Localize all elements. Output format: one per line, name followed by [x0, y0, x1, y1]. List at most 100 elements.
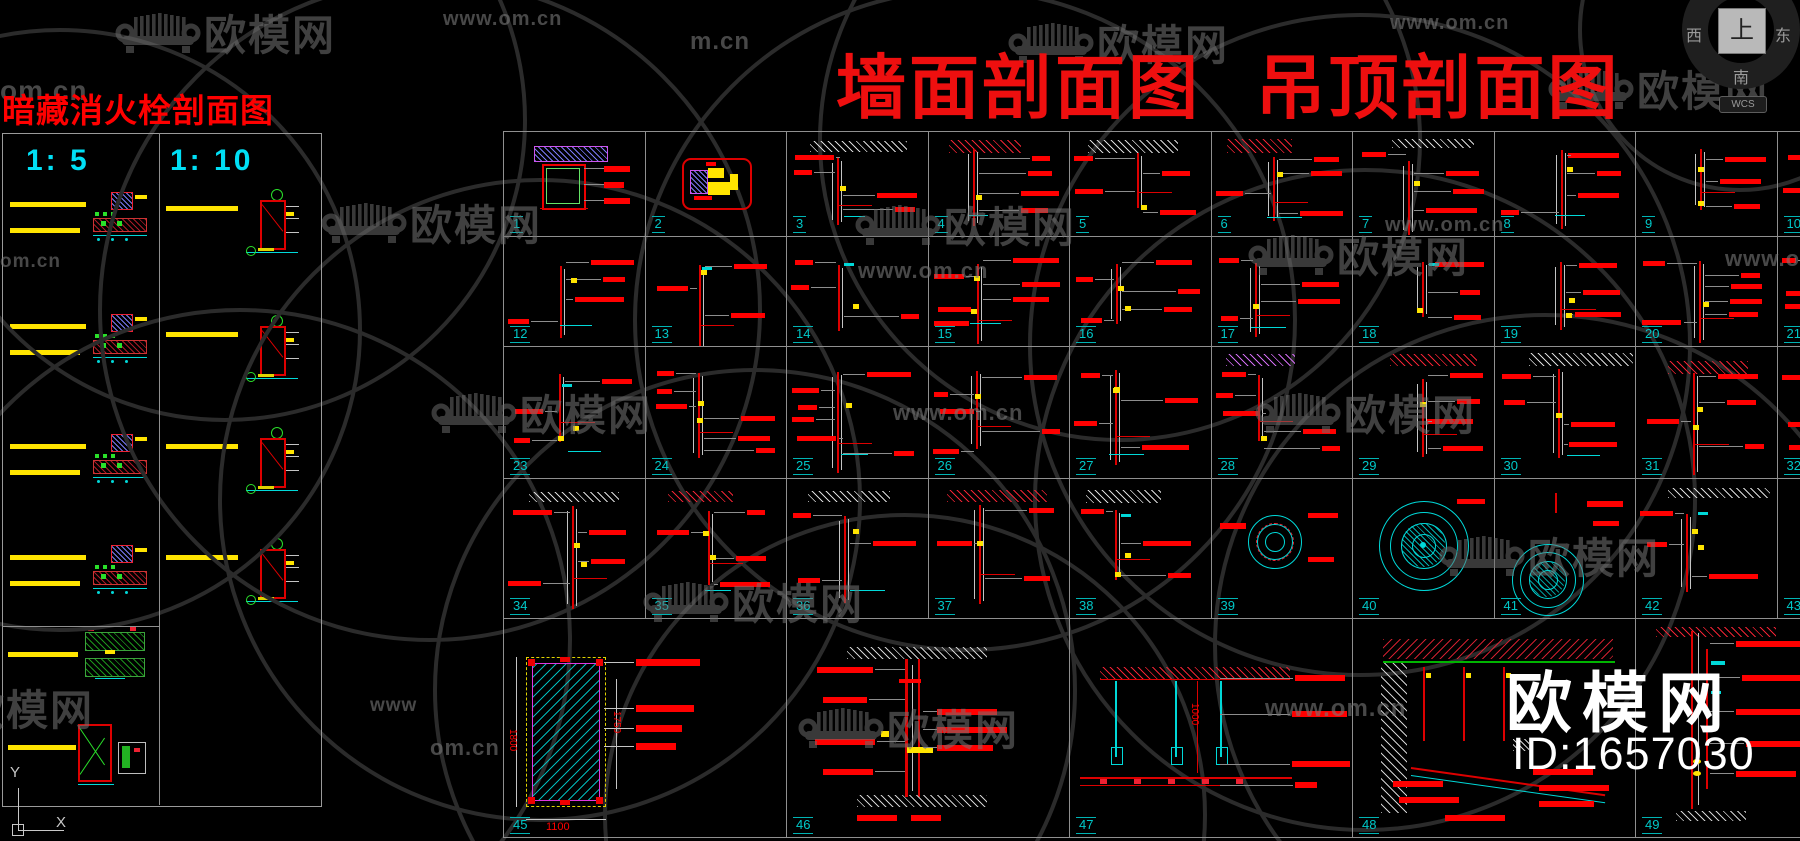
stroke [1101, 374, 1113, 376]
stroke [1726, 399, 1756, 405]
stroke [103, 454, 107, 458]
stroke [1668, 360, 1748, 375]
stroke [125, 360, 128, 363]
cell-number-4: 4 [934, 216, 948, 233]
stroke [1503, 399, 1525, 405]
cell-number-6: 6 [1217, 216, 1231, 233]
stroke [1266, 217, 1302, 219]
stroke [1567, 195, 1577, 197]
stroke [125, 591, 128, 594]
stroke [1114, 572, 1121, 578]
view-cube-east[interactable]: 东 [1775, 28, 1792, 45]
circle-detail [246, 484, 256, 494]
cell-number-14: 14 [793, 326, 814, 343]
stroke [907, 747, 933, 753]
stroke [574, 296, 625, 302]
wcs-button[interactable]: WCS [1719, 96, 1767, 113]
stroke [1020, 191, 1060, 197]
ucs-x-axis [18, 830, 64, 831]
stroke [1081, 317, 1103, 323]
stroke [697, 401, 704, 407]
stroke [657, 388, 673, 394]
stroke [105, 650, 115, 654]
cell-number-18: 18 [1359, 326, 1380, 343]
stroke [1567, 173, 1595, 175]
stroke [1539, 785, 1609, 791]
dim-1100: 1100 [546, 821, 570, 833]
stroke [1381, 663, 1407, 813]
stroke [1578, 193, 1620, 199]
stroke [937, 727, 1007, 733]
cell-number-5: 5 [1076, 216, 1090, 233]
stroke [1569, 442, 1617, 448]
circle-detail [1247, 515, 1302, 569]
panel-label-text [166, 206, 238, 211]
stroke [135, 317, 147, 321]
detail-cell-42: 42 [1636, 479, 1777, 618]
stroke [554, 511, 571, 513]
cell-number-7: 7 [1359, 216, 1373, 233]
stroke [118, 742, 146, 774]
stroke [711, 513, 713, 583]
ucs-y-label: Y [10, 764, 21, 781]
stroke [1700, 149, 1703, 211]
stroke [602, 277, 625, 283]
stroke [1697, 376, 1699, 472]
stroke [1445, 815, 1505, 821]
stroke [1506, 673, 1511, 678]
stroke [604, 728, 634, 729]
view-cube-west[interactable]: 西 [1686, 28, 1703, 45]
stroke [1698, 544, 1705, 550]
stroke [1781, 374, 1800, 380]
stroke [976, 425, 1012, 427]
stroke [1292, 761, 1350, 767]
stroke [946, 490, 1047, 503]
stroke [1142, 211, 1159, 213]
stroke [117, 574, 122, 579]
left-panel-title: 暗藏消火栓剖面图 [2, 94, 274, 130]
stroke [705, 162, 716, 166]
stroke [1711, 691, 1721, 694]
stroke [1454, 315, 1481, 321]
stroke [1121, 308, 1162, 310]
stroke [1175, 681, 1177, 757]
stroke [95, 334, 99, 338]
stroke [1383, 661, 1615, 663]
stroke [1108, 454, 1144, 456]
view-cube-top-face[interactable]: 上 [1718, 8, 1766, 54]
stroke [1222, 410, 1261, 416]
panel-subdivider [2, 626, 159, 627]
cell-number-13: 13 [651, 326, 672, 343]
panel-label-text [10, 350, 80, 355]
detail-cell-15: 15 [929, 237, 1070, 346]
stroke [699, 265, 702, 346]
stroke [1647, 541, 1667, 547]
stroke [97, 480, 100, 483]
stroke [974, 394, 981, 400]
stroke [1156, 260, 1192, 266]
stroke [1699, 318, 1735, 320]
cell-number-28: 28 [1217, 458, 1238, 475]
stroke [596, 797, 603, 804]
stroke [1692, 424, 1699, 430]
panel-label-text [10, 202, 86, 207]
view-cube-south[interactable]: 南 [1733, 70, 1750, 87]
stroke [968, 154, 970, 222]
detail-cell-2: 2 [646, 132, 787, 236]
stroke [704, 437, 736, 439]
stroke [1556, 413, 1563, 419]
stroke [1427, 317, 1453, 319]
stroke [1414, 209, 1425, 211]
stroke [1736, 709, 1800, 715]
stroke [1292, 711, 1347, 717]
stroke [794, 260, 813, 266]
stroke [1699, 401, 1725, 403]
panel-label-text [8, 745, 76, 750]
stroke [704, 589, 731, 591]
stroke [1081, 372, 1100, 378]
stroke [1220, 714, 1290, 715]
stroke [975, 410, 980, 412]
stroke [1554, 214, 1585, 216]
detail-cell-41: 41 [1495, 479, 1636, 618]
